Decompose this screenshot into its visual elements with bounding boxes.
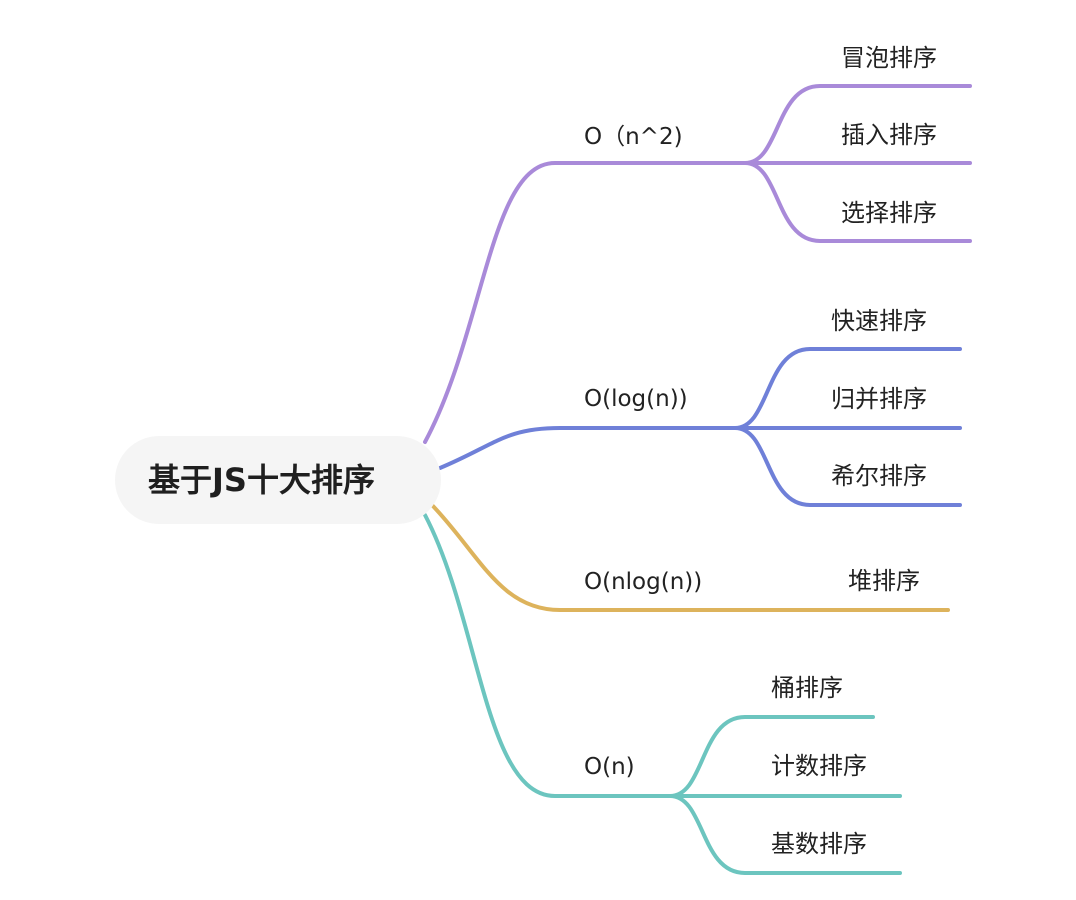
leaf-labels: 冒泡排序 插入排序 选择排序 快速排序 归并排序 希尔排序 堆排序 桶排序 计数…	[771, 44, 937, 858]
edge-root-to-branch-0	[423, 161, 747, 444]
edge-branch-1-leaf-2	[733, 426, 962, 507]
leaf-bucket-sort[interactable]: 桶排序	[771, 674, 843, 702]
leaf-connectors	[668, 84, 972, 875]
leaf-merge-sort[interactable]: 归并排序	[831, 385, 927, 413]
edge-root-to-branch-2	[430, 503, 950, 612]
branch-label-o-n-squared[interactable]: O（n^2)	[584, 124, 683, 150]
edge-branch-1-leaf-0	[733, 347, 962, 430]
leaf-shell-sort[interactable]: 希尔排序	[831, 462, 927, 490]
leaf-radix-sort[interactable]: 基数排序	[771, 830, 867, 858]
edge-branch-3-leaf-2	[668, 794, 902, 875]
branch-labels: O（n^2) O(log(n)) O(nlog(n)) O(n)	[584, 124, 702, 780]
leaf-heap-sort[interactable]: 堆排序	[848, 567, 920, 595]
root-connectors	[423, 161, 950, 798]
root-node-label: 基于JS十大排序	[148, 461, 375, 499]
leaf-selection-sort[interactable]: 选择排序	[841, 199, 937, 227]
branch-label-o-log-n[interactable]: O(log(n))	[584, 386, 688, 412]
branch-label-o-n[interactable]: O(n)	[584, 754, 635, 780]
branch-label-o-n-log-n[interactable]: O(nlog(n))	[584, 569, 702, 595]
root-node[interactable]: 基于JS十大排序	[115, 436, 441, 524]
edge-root-to-branch-1	[438, 426, 737, 470]
leaf-insertion-sort[interactable]: 插入排序	[841, 121, 937, 149]
root-node-background	[115, 436, 441, 524]
edge-root-to-branch-3	[423, 513, 672, 798]
leaf-bubble-sort[interactable]: 冒泡排序	[841, 44, 937, 72]
edge-branch-0-leaf-2	[743, 161, 972, 243]
edge-branch-0-leaf-0	[743, 84, 972, 165]
leaf-quick-sort[interactable]: 快速排序	[831, 307, 927, 335]
edge-branch-3-leaf-0	[668, 715, 875, 798]
leaf-counting-sort[interactable]: 计数排序	[771, 752, 867, 780]
